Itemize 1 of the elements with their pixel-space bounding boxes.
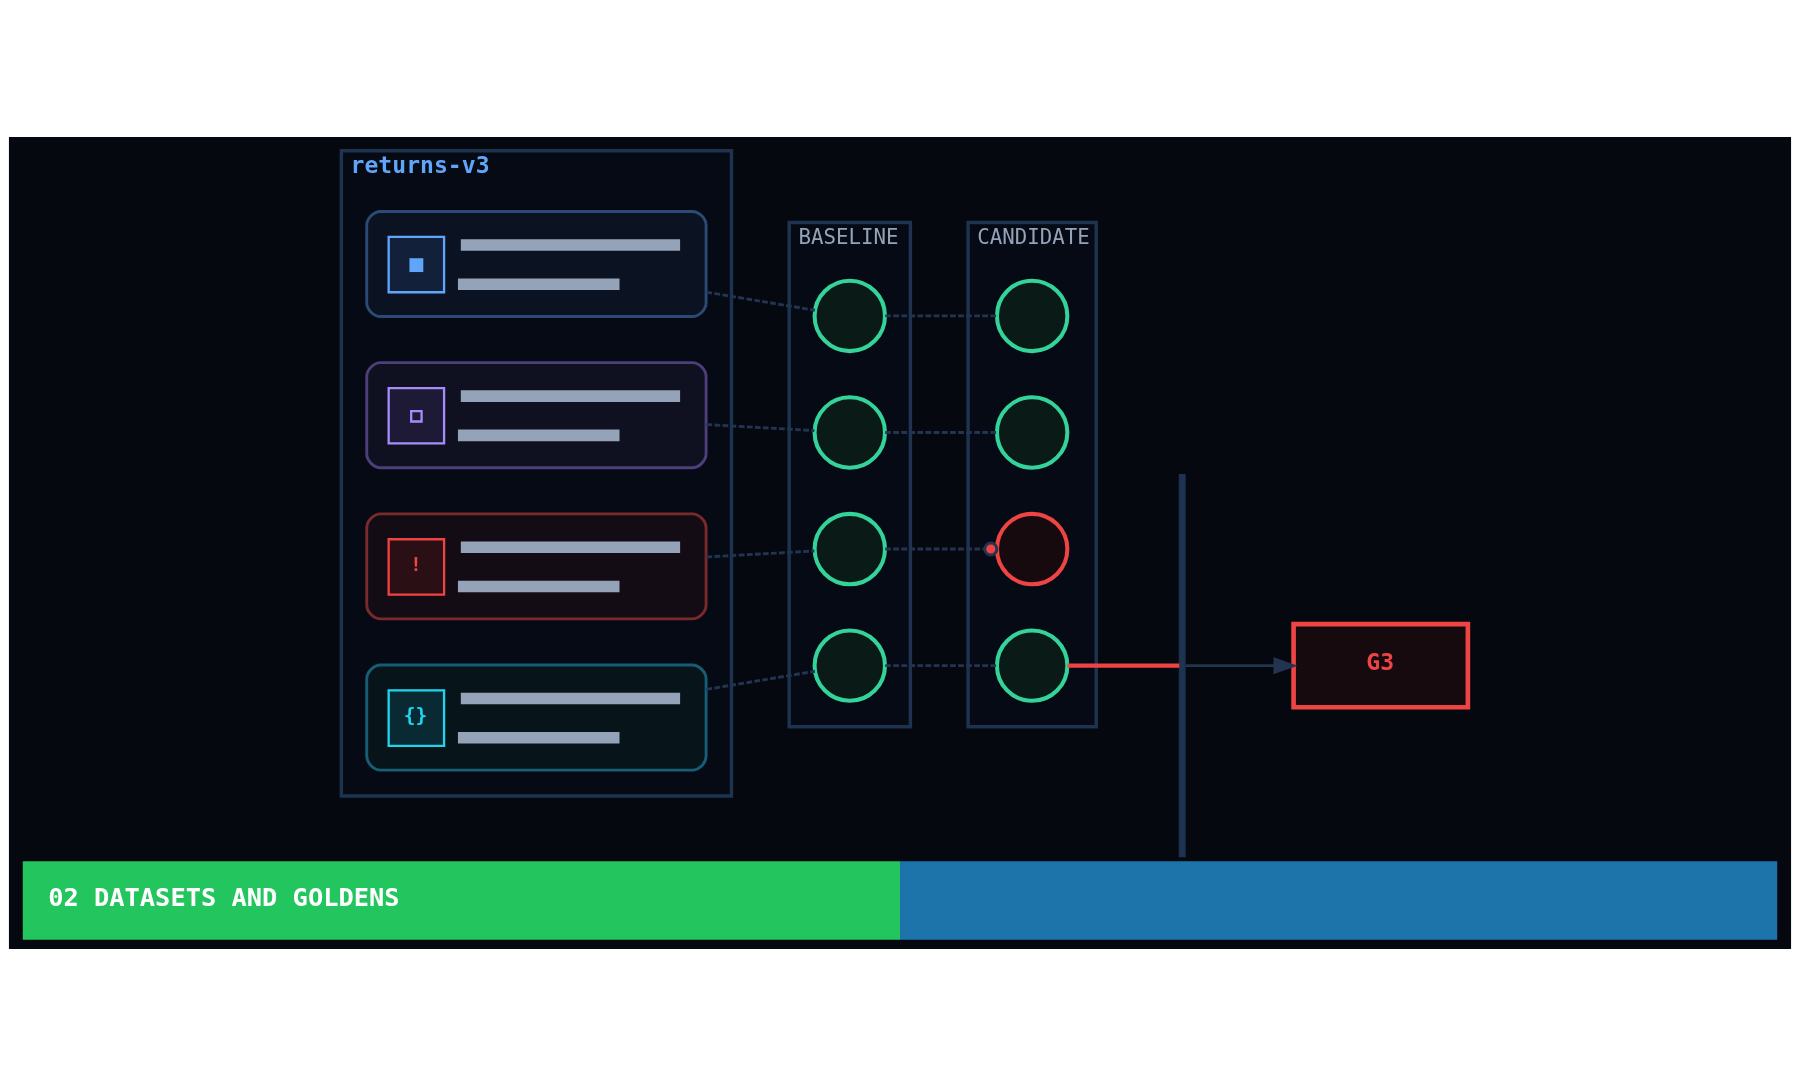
caption: 02 DATASETS AND GOLDENS — [48, 881, 400, 912]
